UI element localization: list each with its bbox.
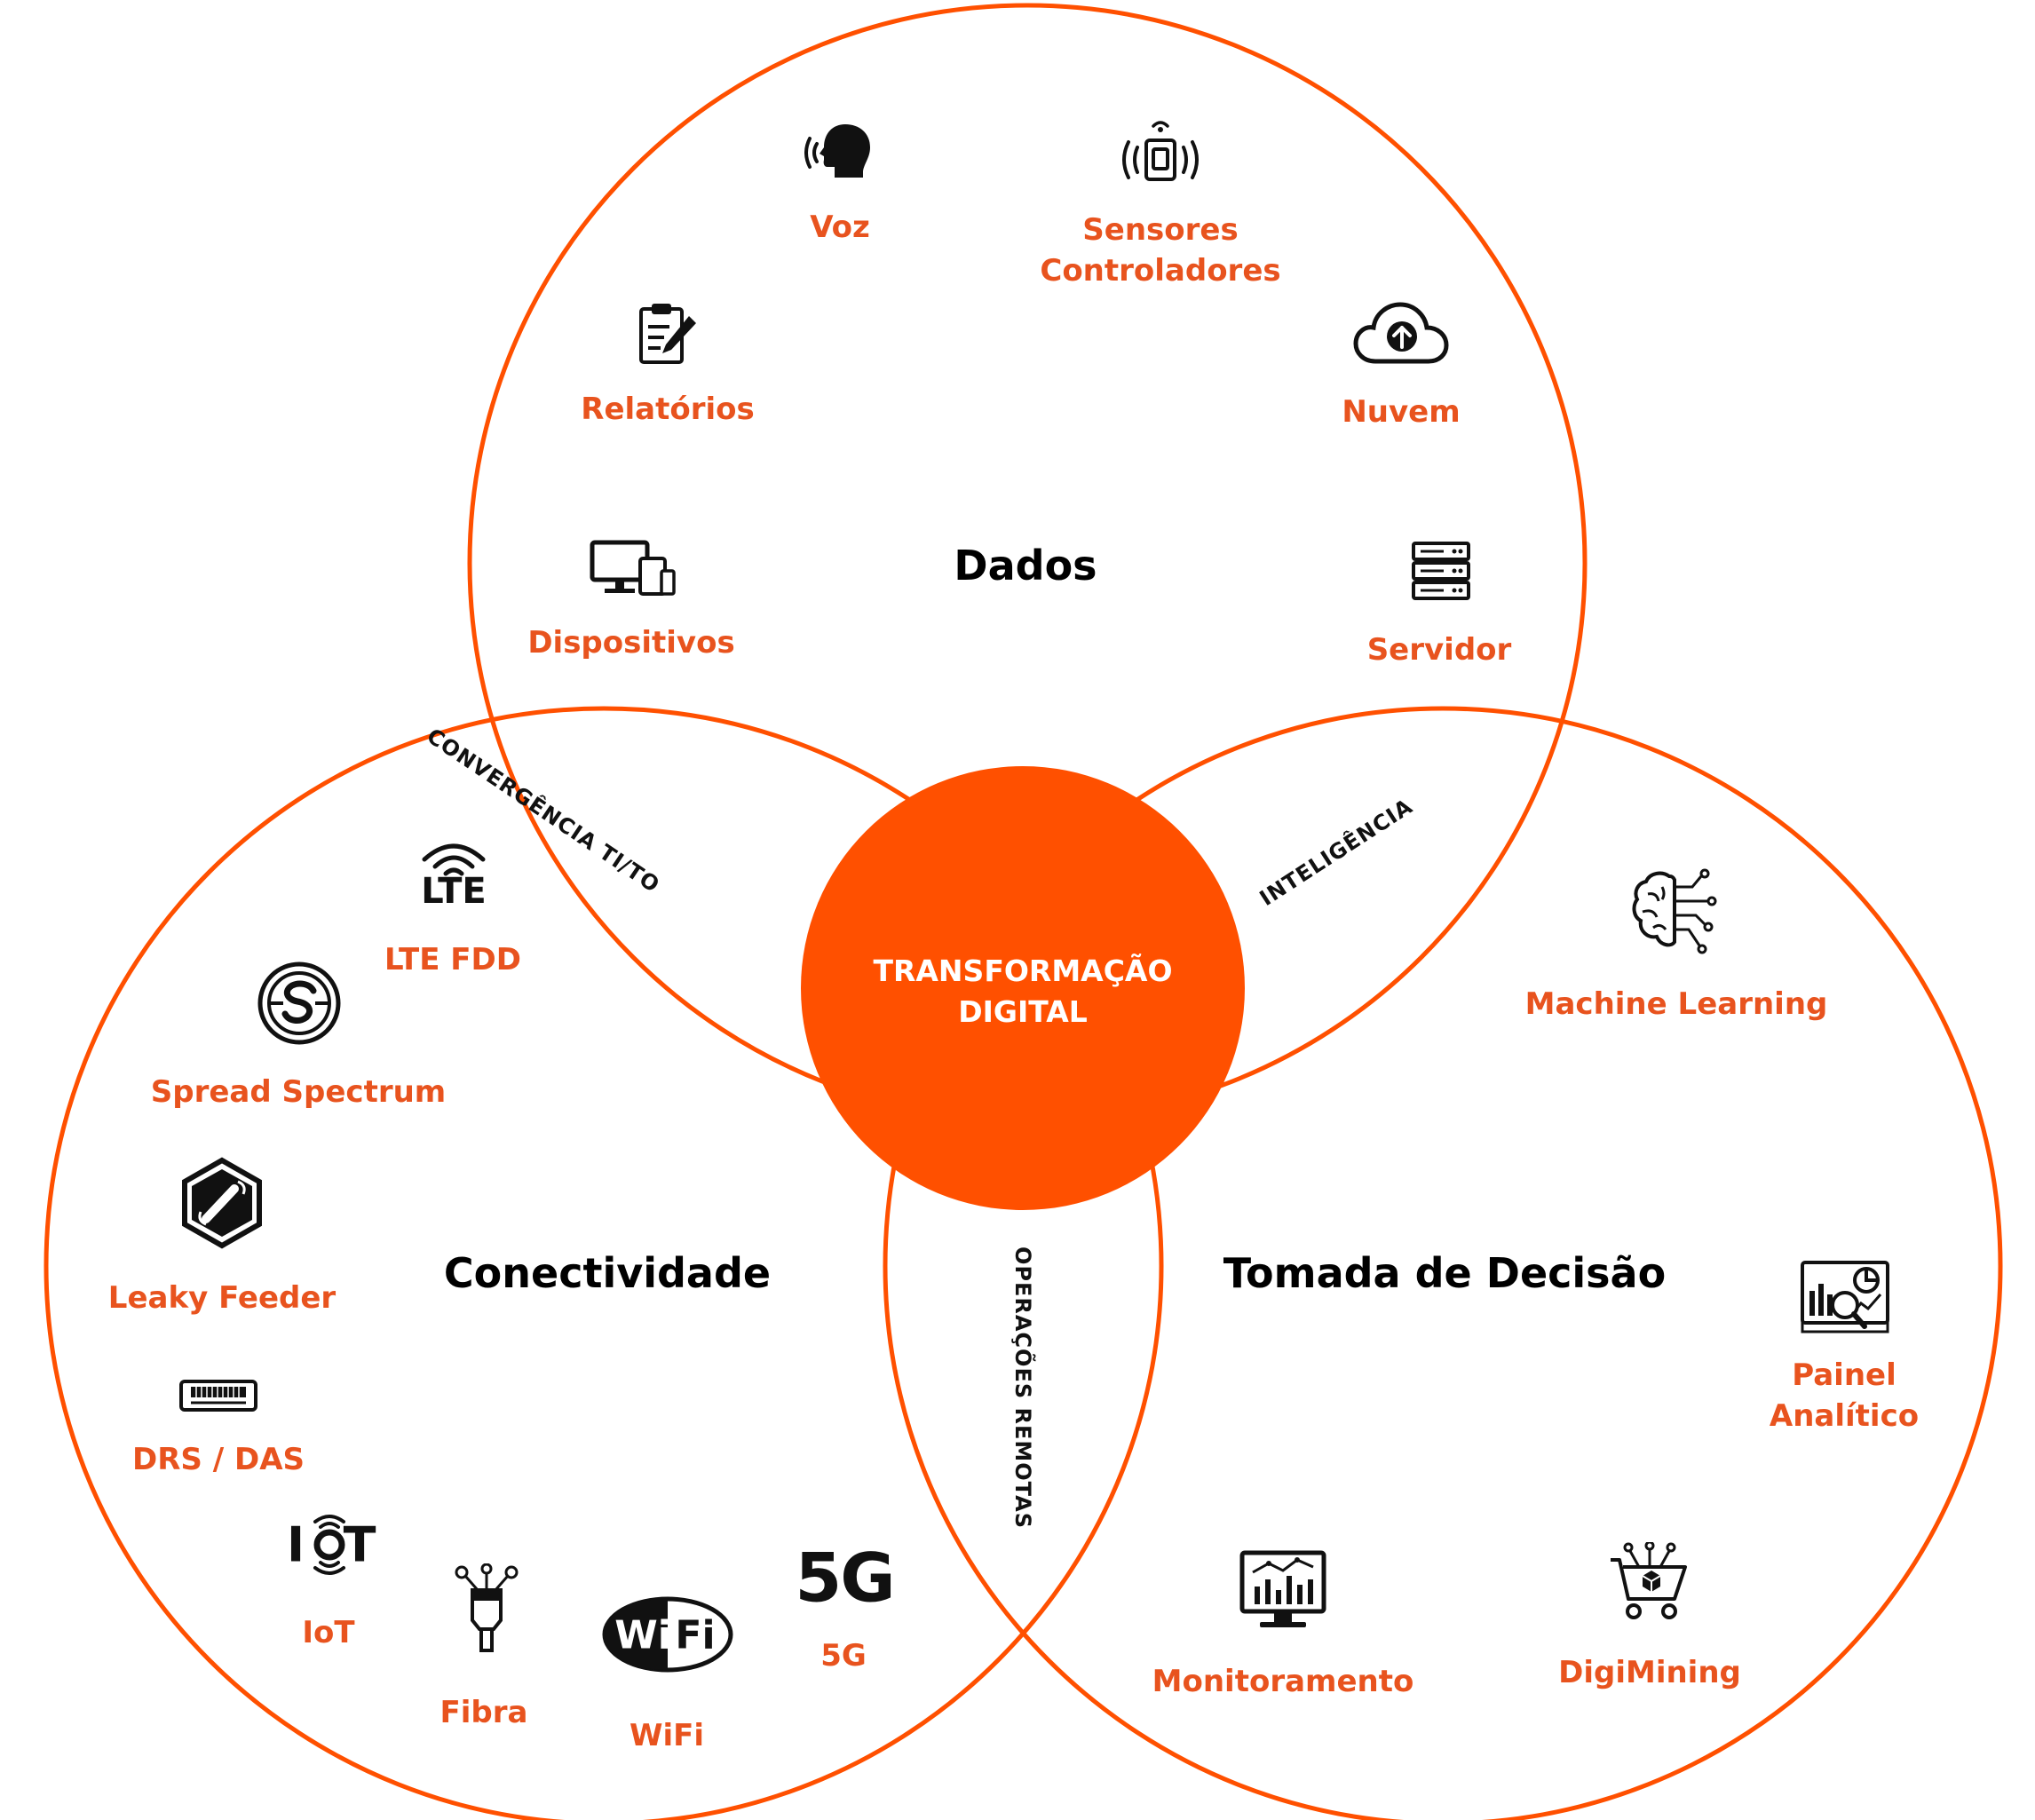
overlap-label-operacoes: OPERAÇÕES REMOTAS <box>1010 1246 1035 1530</box>
set-title-dados: Dados <box>954 542 1097 590</box>
center-title-line2: DIGITAL <box>958 994 1088 1029</box>
label-ml: Machine Learning <box>1524 986 1828 1022</box>
drs-das-icon <box>178 1376 258 1415</box>
conectividade-circle <box>44 706 1164 1820</box>
center-title-line1: TRANSFORMAÇÃO <box>873 954 1173 988</box>
analytics-dashboard-icon <box>1799 1259 1891 1339</box>
wifi-logo-text-wi: Wi <box>614 1612 671 1658</box>
center-circle <box>801 766 1245 1210</box>
label-servidor: Servidor <box>1366 632 1512 668</box>
decisao-circle <box>883 706 2003 1820</box>
label-fibra: Fibra <box>439 1695 528 1730</box>
label-lte: LTE FDD <box>384 942 521 977</box>
clipboard-icon <box>634 300 701 368</box>
label-nuvem: Nuvem <box>1342 394 1461 430</box>
label-leaky: Leaky Feeder <box>107 1280 337 1316</box>
wifi-logo-text-fi: Fi <box>675 1612 716 1658</box>
label-sensores-line2: Controladores <box>1040 253 1281 289</box>
leaky-feeder-icon <box>179 1157 265 1249</box>
iot-icon-letter-t: T <box>343 1516 376 1573</box>
label-digimining: DigiMining <box>1558 1655 1741 1690</box>
spread-spectrum-icon <box>257 961 342 1046</box>
brain-circuit-icon <box>1630 867 1722 956</box>
label-dispositivos: Dispositivos <box>527 625 735 661</box>
label-5g: 5G <box>820 1638 867 1674</box>
server-icon <box>1410 540 1472 602</box>
set-title-conectividade: Conectividade <box>443 1249 772 1297</box>
iot-icon-letter-i: I <box>286 1516 305 1573</box>
label-painel: Painel Analítico <box>1770 1355 1919 1436</box>
label-voz: Voz <box>810 210 870 245</box>
label-painel-line1: Painel <box>1792 1357 1896 1393</box>
lte-icon <box>414 840 494 893</box>
wifi-logo-icon <box>601 1595 734 1674</box>
fiber-connector-icon <box>453 1563 520 1654</box>
label-drs: DRS / DAS <box>131 1442 305 1477</box>
label-wifi: WiFi <box>629 1718 705 1753</box>
label-sensores: Sensores Controladores <box>1040 210 1280 291</box>
label-monitoramento: Monitoramento <box>1152 1664 1414 1699</box>
lte-icon-text: LTE <box>421 871 487 912</box>
label-sensores-line1: Sensores <box>1082 212 1239 248</box>
label-painel-line2: Analítico <box>1769 1398 1920 1434</box>
label-iot: IoT <box>302 1615 355 1650</box>
set-title-decisao: Tomada de Decisão <box>1223 1249 1667 1297</box>
sensor-icon <box>1113 117 1208 188</box>
label-spread: Spread Spectrum <box>150 1074 447 1110</box>
label-relatorios: Relatórios <box>581 392 755 427</box>
speaking-head-icon <box>804 121 875 183</box>
5g-icon: 5G <box>795 1538 895 1618</box>
monitor-chart-icon <box>1239 1549 1327 1633</box>
center-title: TRANSFORMAÇÃO DIGITAL <box>873 951 1172 1033</box>
cart-icon <box>1609 1542 1691 1622</box>
iot-icon <box>285 1507 374 1582</box>
cloud-upload-icon <box>1352 301 1450 368</box>
devices-icon <box>589 539 677 597</box>
